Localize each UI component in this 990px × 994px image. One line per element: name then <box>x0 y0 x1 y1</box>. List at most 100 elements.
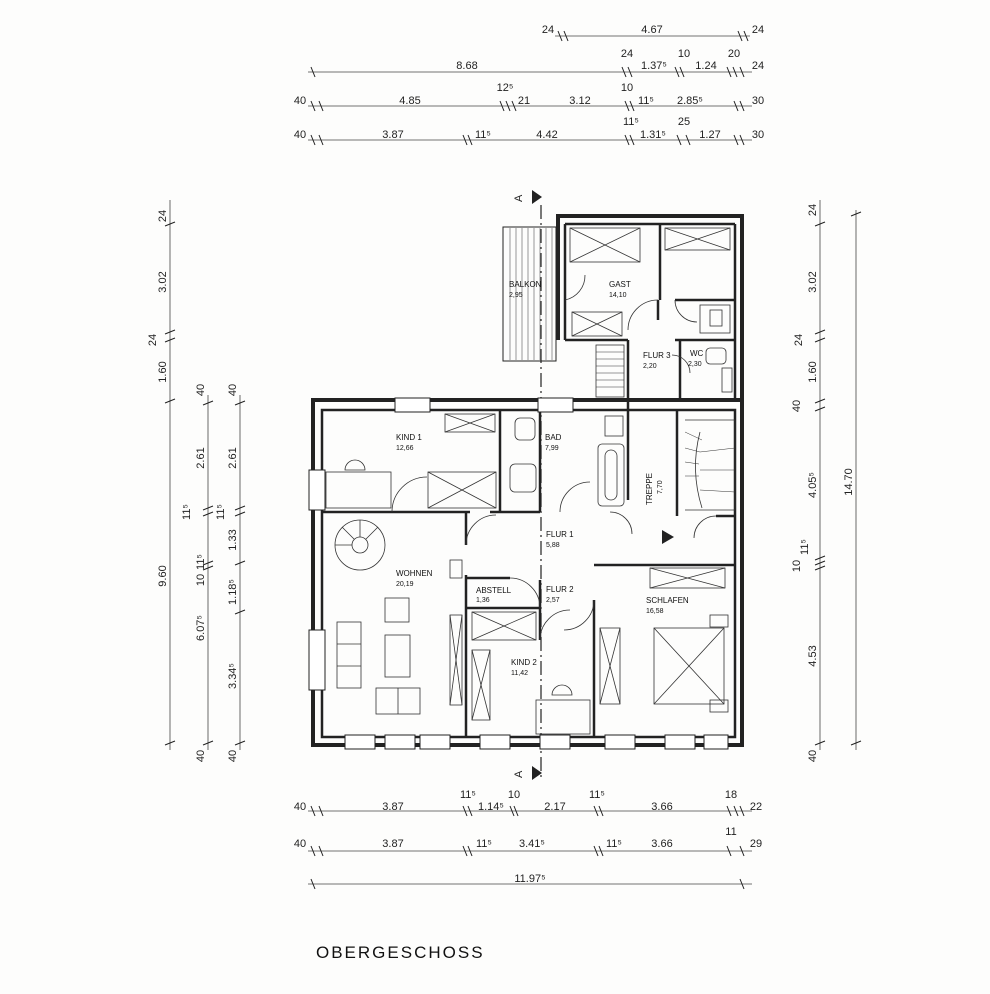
dim-left-m-6: 40 <box>195 750 207 762</box>
room-label-flur3: FLUR 3 <box>643 351 671 360</box>
room-label-schlafen: SCHLAFEN <box>646 596 689 605</box>
room-area-kind2: 11,42 <box>511 670 528 677</box>
room-area-wohnen: 20,19 <box>396 581 414 588</box>
right-dimensions: 24 3.02 24 1.60 40 4.05⁵ 11⁵ 10 4.53 40 … <box>791 200 862 762</box>
room-label-bad: BAD <box>545 433 562 442</box>
dim-bot-r1-9: 22 <box>750 801 762 813</box>
dim-top-r3-7: 2.85⁵ <box>677 95 703 107</box>
room-area-flur1: 5,88 <box>546 542 560 549</box>
dim-left-o-3: 1.60 <box>157 361 169 382</box>
room-area-flur2: 2,57 <box>546 597 560 604</box>
plan-title: OBERGESCHOSS <box>316 943 485 962</box>
room-label-wohnen: WOHNEN <box>396 569 433 578</box>
dim-bot-r2-6: 11 <box>725 826 736 838</box>
dim-top-r2-3: 10 <box>678 48 690 60</box>
dim-top-r3-6: 11⁵ <box>638 95 654 107</box>
room-label-wc: WC <box>690 349 704 358</box>
dim-top-r4-2: 11⁵ <box>475 129 491 141</box>
dim-left-o-1: 3.02 <box>157 271 169 292</box>
room-area-wc: 2,30 <box>688 361 702 368</box>
room-labels: BALKON 2,95 GAST 14,10 FLUR 3 2,20 WC 2,… <box>396 280 704 677</box>
dim-top-r2-0: 8.68 <box>456 60 477 72</box>
dim-top-r1-1: 4.67 <box>641 24 662 36</box>
doors <box>391 274 717 641</box>
dim-top-r2-4: 1.24 <box>695 60 716 72</box>
dim-bot-r2-7: 29 <box>750 838 762 850</box>
dim-top-r3-8: 30 <box>752 95 764 107</box>
dim-bot-r2-4: 11⁵ <box>606 838 622 850</box>
dim-left-m-1: 2.61 <box>195 447 207 468</box>
room-area-bad: 7,99 <box>545 445 559 452</box>
dim-right-8: 4.53 <box>807 645 819 666</box>
room-area-abstell: 1,36 <box>476 597 490 604</box>
dim-bot-r1-2: 11⁵ <box>460 789 476 801</box>
dim-left-o-2: 24 <box>147 334 159 346</box>
dim-left-m-4: 10 <box>195 574 207 586</box>
room-label-kind1: KIND 1 <box>396 433 422 442</box>
dim-top-r4-0: 40 <box>294 129 306 141</box>
dim-left-i-2: 11⁵ <box>215 504 227 520</box>
dim-bot-r1-7: 3.66 <box>651 801 672 813</box>
section-arrow-bottom-icon <box>532 766 542 780</box>
dim-right-7: 10 <box>791 560 803 572</box>
dim-bot-r1-3: 1.14⁵ <box>478 801 504 813</box>
room-label-balkon: BALKON <box>509 280 542 289</box>
dim-top-r4-3: 4.42 <box>536 129 557 141</box>
dim-bot-r1-6: 11⁵ <box>589 789 605 801</box>
section-arrow-top-icon <box>532 190 542 204</box>
room-label-treppe: TREPPE <box>645 473 654 505</box>
dim-bot-r1-5: 2.17 <box>544 801 565 813</box>
dim-top-r4-6: 25 <box>678 116 690 128</box>
dim-bot-r2-3: 3.41⁵ <box>519 838 545 850</box>
dim-left-i-5: 3.34⁵ <box>227 663 239 689</box>
top-dimensions: 24 4.67 24 8.68 24 1.37⁵ 10 1.24 20 24 4… <box>294 24 764 146</box>
dim-top-r4-7: 1.27 <box>699 129 720 141</box>
dim-top-r4-1: 3.87 <box>382 129 403 141</box>
dim-left-i-1: 2.61 <box>227 447 239 468</box>
dim-left-m-2: 11⁵ <box>181 504 193 520</box>
room-area-balkon: 2,95 <box>509 292 523 299</box>
dim-bot-r2-1: 3.87 <box>382 838 403 850</box>
dim-left-o-4: 9.60 <box>157 565 169 586</box>
dim-right-5: 4.05⁵ <box>807 472 819 498</box>
dim-bot-r1-1: 3.87 <box>382 801 403 813</box>
dim-top-r3-3: 21 <box>518 95 530 107</box>
dim-top-r1-2: 24 <box>752 24 764 36</box>
building-walls <box>311 214 744 747</box>
dim-top-r2-1: 24 <box>621 48 633 60</box>
dim-left-i-0: 40 <box>227 384 239 396</box>
dim-bot-r1-4: 10 <box>508 789 520 801</box>
dim-bot-r2-5: 3.66 <box>651 838 672 850</box>
room-area-gast: 14,10 <box>609 292 627 299</box>
section-line-a: A A <box>513 190 542 780</box>
dim-top-r3-4: 3.12 <box>569 95 590 107</box>
furniture <box>325 227 736 735</box>
room-label-abstell: ABSTELL <box>476 586 512 595</box>
room-area-schlafen: 16,58 <box>646 608 664 615</box>
section-label-top: A <box>513 194 525 202</box>
dim-bot-r2-0: 40 <box>294 838 306 850</box>
dim-top-r1-0: 24 <box>542 24 554 36</box>
dim-right-9: 40 <box>807 750 819 762</box>
dim-right-1: 3.02 <box>807 271 819 292</box>
room-area-kind1: 12,66 <box>396 445 414 452</box>
dim-top-r3-1: 4.85 <box>399 95 420 107</box>
dim-bot-r1-8: 18 <box>725 789 737 801</box>
dim-left-m-0: 40 <box>195 384 207 396</box>
room-label-flur2: FLUR 2 <box>546 585 574 594</box>
dim-top-r4-5: 1.31⁵ <box>640 129 666 141</box>
dim-top-r3-5: 10 <box>621 82 633 94</box>
room-area-flur3: 2,20 <box>643 363 657 370</box>
dim-bot-r1-0: 40 <box>294 801 306 813</box>
section-label-bottom: A <box>513 770 525 778</box>
dim-left-o-0: 24 <box>157 210 169 222</box>
dim-left-m-3: 11⁵ <box>195 554 207 570</box>
dim-left-i-4: 1.18⁵ <box>227 579 239 605</box>
dim-top-r4-4: 11⁵ <box>623 116 639 128</box>
dim-right-0: 24 <box>807 204 819 216</box>
room-label-gast: GAST <box>609 280 631 289</box>
dim-top-r2-5: 20 <box>728 48 740 60</box>
left-dimensions: 24 3.02 24 1.60 9.60 40 2.61 11⁵ 11⁵ 10 … <box>147 200 246 762</box>
dim-top-r2-2: 1.37⁵ <box>641 60 667 72</box>
